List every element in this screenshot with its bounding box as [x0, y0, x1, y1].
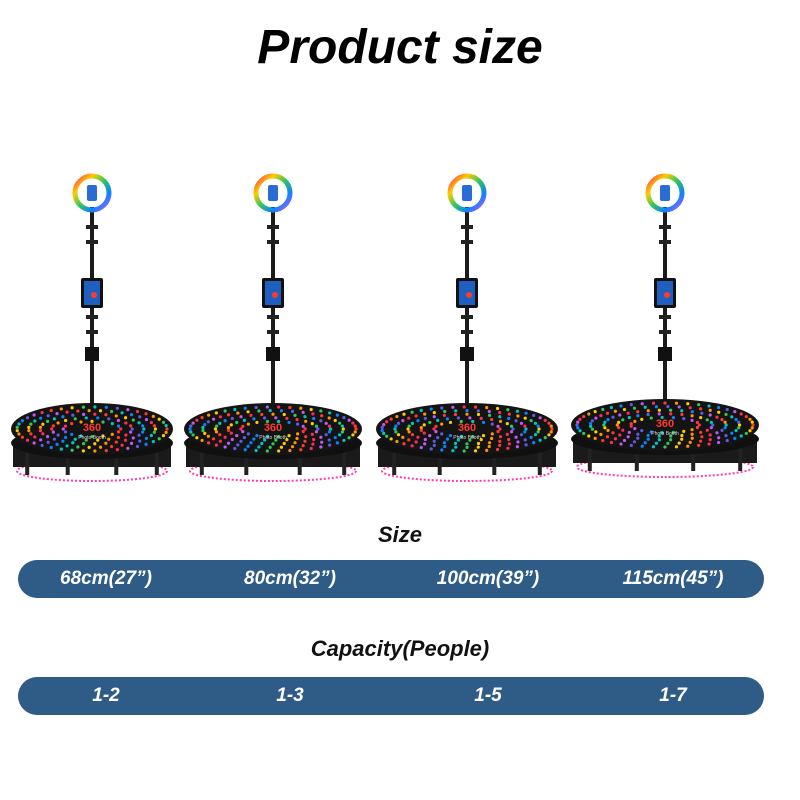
size-bar: 68cm(27”) 80cm(32”) 100cm(39”) 115cm(45”…	[18, 560, 764, 598]
booth-badge-text: 360	[458, 422, 476, 434]
size-value: 80cm(32”)	[244, 568, 336, 589]
booth-caption-text: Photo Booth	[651, 431, 679, 437]
size-label: Size	[377, 522, 423, 547]
booth-caption-text: Photo Booth	[78, 435, 106, 441]
booth-caption-text: Photo Booth	[259, 435, 287, 441]
size-value: 100cm(39”)	[436, 568, 540, 589]
capacity-value: 1-2	[92, 685, 120, 706]
capacity-value: 1-5	[474, 685, 502, 706]
size-value: 68cm(27”)	[60, 568, 152, 589]
booth-badge-text: 360	[656, 418, 674, 430]
booth-badge-text: 360	[83, 422, 101, 434]
page-title: Product size	[257, 21, 543, 74]
capacity-bar: 1-2 1-3 1-5 1-7	[18, 677, 764, 715]
size-value: 115cm(45”)	[622, 568, 724, 589]
capacity-value: 1-3	[276, 685, 304, 706]
booth-badge-text: 360	[264, 422, 282, 434]
booth-caption-text: Photo Booth	[453, 435, 481, 441]
capacity-value: 1-7	[659, 685, 687, 706]
capacity-label: Capacity(People)	[310, 636, 490, 661]
